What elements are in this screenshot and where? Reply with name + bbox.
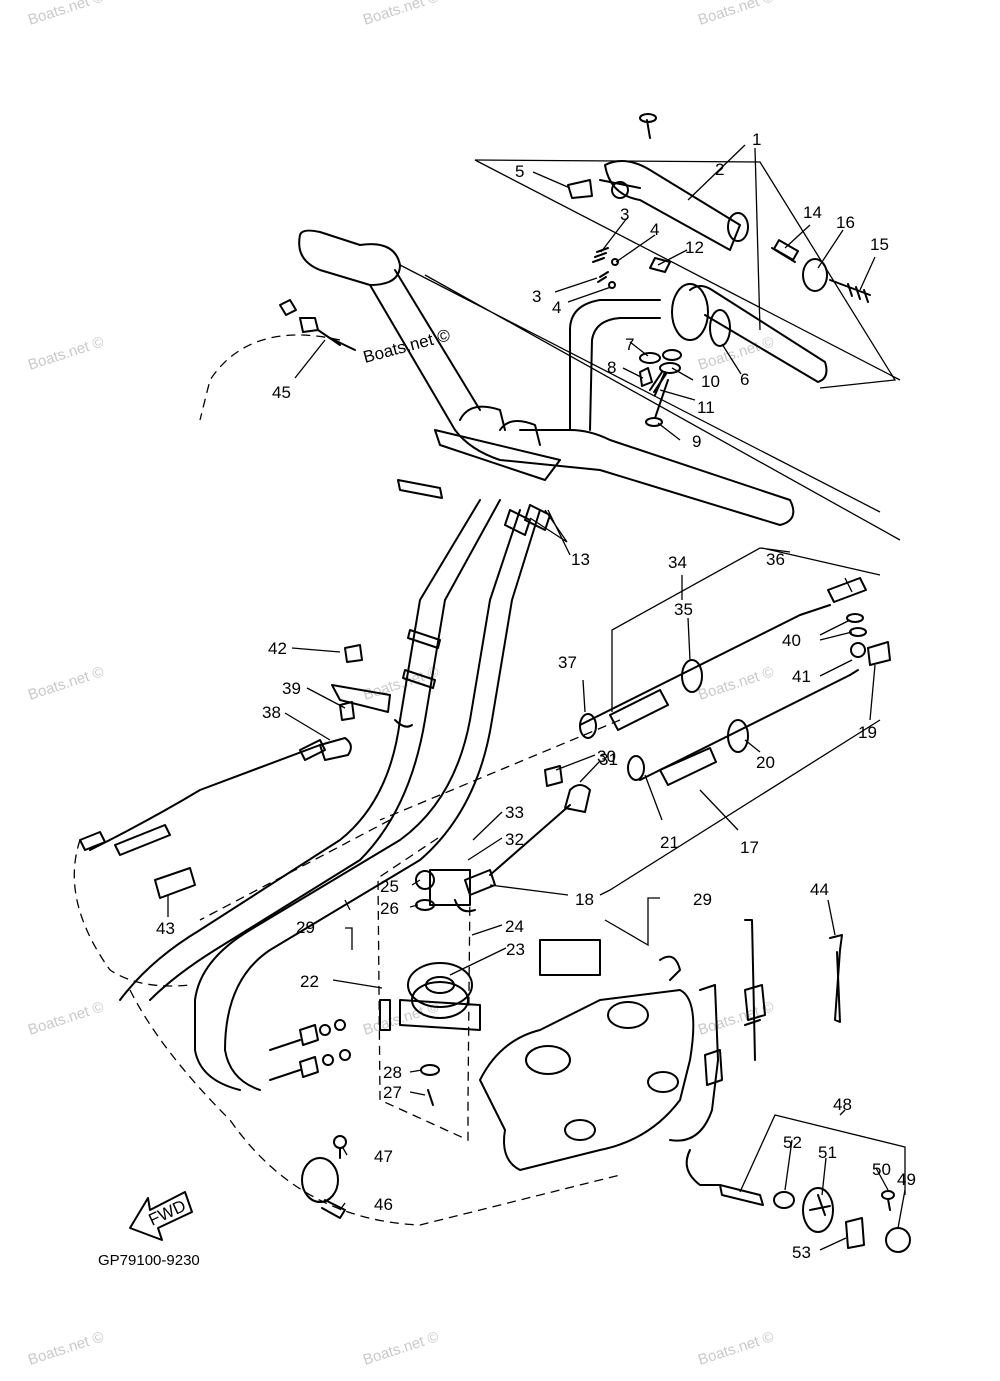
part-number: 17	[740, 838, 759, 857]
throttle-body	[479, 919, 766, 1171]
part-number: 46	[374, 1195, 393, 1214]
part-number: 4	[650, 220, 659, 239]
part-number: 50	[872, 1160, 891, 1179]
watermark: Boats.net ©	[26, 1328, 106, 1368]
part-number: 14	[803, 203, 822, 222]
part-number: 11	[697, 398, 715, 417]
throttle-pulley	[379, 870, 481, 1106]
part-number: 9	[692, 432, 701, 451]
part-number: 7	[625, 335, 634, 354]
cable-tie	[829, 934, 843, 1023]
part-number: 16	[836, 213, 855, 232]
part-number: 8	[607, 358, 616, 377]
routing-outline	[73, 334, 621, 1226]
part-number: 39	[282, 679, 301, 698]
part-number: 6	[740, 370, 749, 389]
part-number: 25	[380, 877, 399, 896]
part-number: 45	[272, 383, 291, 402]
watermark: Boats.net ©	[361, 1328, 441, 1368]
part-number: 34	[668, 553, 687, 572]
part-number: 42	[268, 639, 287, 658]
part-number: 23	[506, 940, 525, 959]
part-number: 24	[505, 917, 524, 936]
part-number: 26	[380, 899, 399, 918]
part-number: 43	[156, 919, 175, 938]
part-number: 5	[515, 162, 524, 181]
part-number: 28	[383, 1063, 402, 1082]
part-number: 37	[558, 653, 577, 672]
choke-knob-assembly	[685, 1114, 911, 1253]
part-number: 3	[620, 205, 629, 224]
part-number: 29	[693, 890, 712, 909]
part-number: 12	[685, 238, 704, 257]
part-numbers: 1 2 3 3 4 4 5 6 7 8 9 10 11 12 13 14 15 …	[156, 130, 916, 1262]
watermark: Boats.net ©	[696, 333, 776, 373]
part-number: 15	[870, 235, 889, 254]
watermark: Boats.net ©	[26, 333, 106, 373]
leader-lines	[167, 144, 906, 1251]
watermark: Boats.net ©	[696, 1328, 776, 1368]
part-number: 29	[296, 918, 315, 937]
part-number: 38	[262, 703, 281, 722]
watermark: Boats.net ©	[26, 0, 106, 29]
cable-tubes	[119, 499, 551, 1091]
part-number: 33	[505, 803, 524, 822]
part-number: 4	[552, 298, 561, 317]
part-number: 1	[752, 130, 761, 149]
part-number: 49	[897, 1170, 916, 1189]
part-number: 47	[374, 1147, 393, 1166]
part-number: 13	[571, 550, 590, 569]
diagram-code: GP79100-9230	[98, 1252, 200, 1269]
part-number: 53	[792, 1243, 811, 1262]
part-number: 41	[792, 667, 811, 686]
part-number: 10	[701, 372, 720, 391]
routing-outline	[379, 719, 621, 821]
part-number: 21	[660, 833, 679, 852]
cable-adjusters	[579, 577, 891, 786]
watermark: Boats.net ©	[26, 998, 106, 1038]
part-number: 27	[383, 1083, 402, 1102]
watermark: Boats.net ©	[26, 663, 106, 703]
watermarks: Boats.net © Boats.net © Boats.net © Boat…	[26, 0, 776, 1369]
throttle-grip-assembly	[474, 113, 901, 427]
cable-ends	[79, 644, 363, 899]
linkage-rods	[269, 1019, 351, 1081]
watermark: Boats.net ©	[696, 663, 776, 703]
hose-clamp	[301, 1135, 347, 1219]
throttle-cable-end	[279, 299, 356, 351]
part-number: 44	[810, 880, 829, 899]
callout-watermark: Boats.net ©	[361, 325, 452, 367]
part-number: 52	[783, 1133, 802, 1152]
part-number: 40	[782, 631, 801, 650]
part-number: 2	[715, 160, 724, 179]
part-number: 32	[505, 830, 524, 849]
pulley-box	[377, 837, 471, 1142]
part-number: 22	[300, 972, 319, 991]
part-number: 31	[599, 750, 618, 769]
fwd-arrow-icon: FWD	[129, 1191, 193, 1241]
part-number: 36	[766, 550, 785, 569]
part-number: 20	[756, 753, 775, 772]
part-number: 3	[532, 287, 541, 306]
handlebar	[298, 229, 901, 541]
part-number: 35	[674, 600, 693, 619]
part-number: 51	[818, 1143, 837, 1162]
part-number: 19	[858, 723, 877, 742]
part-number: 48	[833, 1095, 852, 1114]
part-number: 18	[575, 890, 594, 909]
watermark: Boats.net ©	[361, 0, 441, 29]
part-number: 30	[597, 747, 616, 766]
watermark: Boats.net ©	[696, 0, 776, 29]
